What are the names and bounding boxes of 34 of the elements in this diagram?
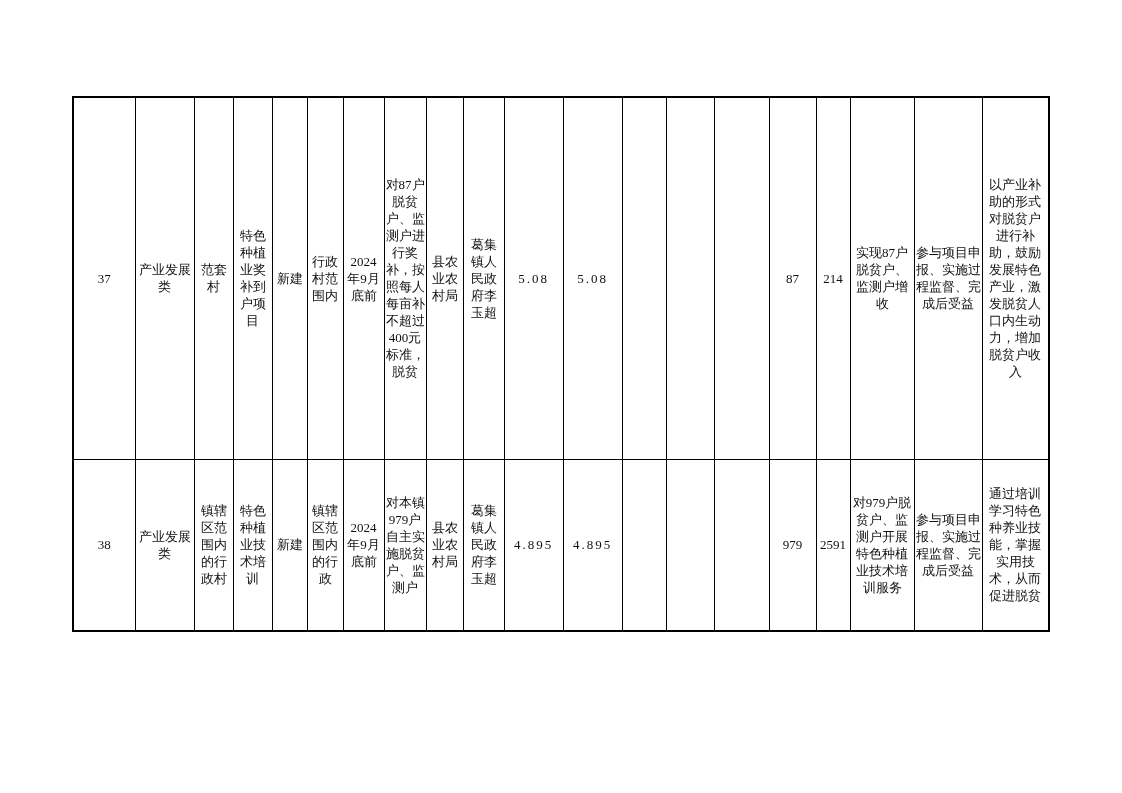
project-content: 对本镇979户自主实施脱贫户、监测户: [385, 493, 425, 596]
project-name: 特色种植业技术培训: [238, 502, 267, 588]
amount-value: 5.08: [518, 269, 549, 287]
category-text: 产业发展类: [137, 261, 192, 296]
household-count: 979: [782, 536, 803, 554]
mechanism-text: 以产业补助的形式对脱贫户进行补助，鼓励发展特色产业，激发脱贫人口内生动力，增加脱贫户收入: [988, 176, 1043, 381]
funding-value: 4.895: [572, 536, 613, 554]
population-count: 2591: [820, 536, 846, 554]
mechanism-text: 通过培训学习特色种养业技能，掌握实用技术，从而促进脱贫: [988, 485, 1043, 605]
department-name: 县农业农村局: [430, 252, 459, 304]
responsible-unit: 葛集镇人民政府李玉超: [469, 235, 498, 321]
project-name: 特色种植业奖补到户项目: [238, 227, 267, 330]
department-name: 县农业农村局: [430, 519, 459, 571]
population-count: 214: [823, 269, 843, 287]
build-type: 新建: [276, 269, 303, 287]
location-text: 行政村范围内: [311, 252, 339, 304]
row-number: 37: [97, 269, 111, 287]
household-count: 87: [786, 269, 799, 287]
funding-value: 5.08: [577, 269, 608, 287]
amount-value: 4.895: [513, 536, 554, 554]
row-number: 38: [97, 536, 111, 554]
deadline-date: 2024年9月底前: [346, 519, 381, 571]
participation-text: 参与项目申报、实施过程监督、完成后受益: [915, 510, 981, 579]
build-type: 新建: [276, 536, 303, 554]
benefit-text: 实现87户脱贫户、监测户增收: [855, 244, 909, 313]
benefit-text: 对979户脱贫户、监测户开展特色种植业技术培训服务: [851, 493, 913, 596]
category-text: 产业发展类: [137, 527, 192, 562]
location-text: 镇辖区范围内的行政: [311, 502, 339, 588]
deadline-date: 2024年9月底前: [346, 252, 381, 304]
responsible-unit: 葛集镇人民政府李玉超: [469, 502, 498, 588]
project-content: 对87户脱贫户、监测户进行奖补，按照每人每亩补不超过400元标准，脱贫: [385, 176, 425, 381]
village-name: 范套村: [199, 261, 228, 296]
participation-text: 参与项目申报、实施过程监督、完成后受益: [915, 244, 981, 313]
village-name: 镇辖区范围内的行政村: [199, 502, 228, 588]
